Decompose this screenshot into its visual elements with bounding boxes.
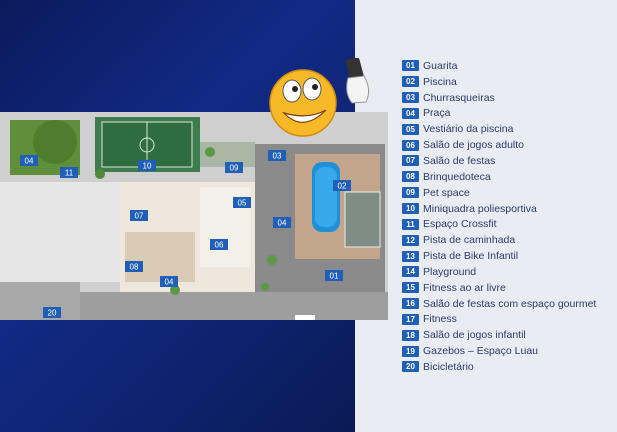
- legend-item: 08 Brinquedoteca: [402, 169, 596, 185]
- plan-marker-09: 09: [225, 162, 243, 173]
- svg-text:01: 01: [330, 272, 339, 281]
- legend-item: 02 Piscina: [402, 74, 596, 90]
- legend-item: 06 Salão de jogos adulto: [402, 137, 596, 153]
- legend-item-label: Fitness ao ar livre: [423, 281, 506, 294]
- legend-item-label: Salão de festas: [423, 154, 496, 167]
- svg-text:04: 04: [25, 157, 34, 166]
- legend-item-number: 14: [402, 266, 419, 278]
- plan-marker-01: 01: [325, 270, 343, 281]
- legend-item-label: Bicicletário: [423, 360, 474, 373]
- svg-text:06: 06: [215, 241, 224, 250]
- plan-marker-08: 08: [125, 261, 143, 272]
- legend-item-label: Salão de jogos infantil: [423, 329, 526, 342]
- legend-item-number: 10: [402, 203, 419, 215]
- legend-item: 03 Churrasqueiras: [402, 90, 596, 106]
- svg-text:05: 05: [238, 199, 247, 208]
- legend-item-number: 04: [402, 107, 419, 119]
- plan-marker-06: 06: [210, 239, 228, 250]
- svg-text:09: 09: [230, 164, 239, 173]
- svg-text:10: 10: [143, 162, 152, 171]
- legend-item: 05 Vestiário da piscina: [402, 121, 596, 137]
- svg-text:04: 04: [278, 219, 287, 228]
- svg-text:02: 02: [338, 182, 347, 191]
- legend-item-label: Salão de festas com espaço gourmet: [423, 297, 597, 310]
- legend-item: 09 Pet space: [402, 185, 596, 201]
- plan-marker-20: 20: [43, 307, 61, 318]
- plan-marker-10: 10: [138, 160, 156, 171]
- legend-item-number: 17: [402, 313, 419, 325]
- legend-item: 15 Fitness ao ar livre: [402, 280, 596, 296]
- svg-text:11: 11: [65, 169, 74, 178]
- legend-item: 19 Gazebos – Espaço Luau: [402, 343, 596, 359]
- plan-marker-04c: 04: [273, 217, 291, 228]
- legend-item-label: Vestiário da piscina: [423, 123, 514, 136]
- legend-item-number: 18: [402, 329, 419, 341]
- legend-item: 17 Fitness: [402, 312, 596, 328]
- legend-item-number: 11: [402, 218, 419, 230]
- legend-item: 18 Salão de jogos infantil: [402, 327, 596, 343]
- legend-item-number: 08: [402, 171, 419, 183]
- legend-item-number: 19: [402, 345, 419, 357]
- plan-marker-07: 07: [130, 210, 148, 221]
- svg-text:03: 03: [273, 152, 282, 161]
- legend-panel: [355, 0, 617, 432]
- plan-marker-03: 03: [268, 150, 286, 161]
- legend-item-label: Brinquedoteca: [423, 170, 491, 183]
- legend-item-number: 15: [402, 282, 419, 294]
- legend-item-label: Pet space: [423, 186, 470, 199]
- legend-item-label: Piscina: [423, 75, 457, 88]
- legend-item: 07 Salão de festas: [402, 153, 596, 169]
- legend-item: 12 Pista de caminhada: [402, 232, 596, 248]
- site-plan: 04 11 10 09 03 02 05 07 06 08 04 04 01 2…: [0, 112, 388, 320]
- svg-text:07: 07: [135, 212, 144, 221]
- plan-marker-04b: 04: [160, 276, 178, 287]
- legend-item-label: Praça: [423, 107, 451, 120]
- legend-item: 13 Pista de Bike Infantil: [402, 248, 596, 264]
- plan-marker-02: 02: [333, 180, 351, 191]
- legend-item-label: Gazebos – Espaço Luau: [423, 345, 538, 358]
- legend-item-number: 01: [402, 60, 419, 72]
- legend-item-label: Churrasqueiras: [423, 91, 495, 104]
- legend: 01 Guarita 02 Piscina 03 Churrasqueiras 04 Praç…: [402, 58, 596, 375]
- svg-text:08: 08: [130, 263, 139, 272]
- legend-item-number: 16: [402, 298, 419, 310]
- legend-item: 04 Praça: [402, 106, 596, 122]
- legend-item-number: 06: [402, 139, 419, 151]
- legend-item: 11 Espaço Crossfit: [402, 216, 596, 232]
- legend-item: 01 Guarita: [402, 58, 596, 74]
- plan-marker-11: 11: [60, 167, 78, 178]
- legend-item-label: Guarita: [423, 59, 458, 72]
- legend-item-number: 09: [402, 187, 419, 199]
- legend-item-label: Pista de caminhada: [423, 234, 516, 247]
- legend-item-label: Miniquadra poliesportiva: [423, 202, 537, 215]
- legend-item-number: 12: [402, 234, 419, 246]
- legend-item-label: Salão de jogos adulto: [423, 139, 524, 152]
- legend-item-number: 05: [402, 123, 419, 135]
- legend-item-label: Espaço Crossfit: [423, 218, 497, 231]
- legend-item: 14 Playground: [402, 264, 596, 280]
- svg-text:04: 04: [165, 278, 174, 287]
- legend-item: 20 Bicicletário: [402, 359, 596, 375]
- legend-item-number: 13: [402, 250, 419, 262]
- plan-marker-04: 04: [20, 155, 38, 166]
- legend-item-number: 07: [402, 155, 419, 167]
- emoji-face-with-phone-icon: [269, 58, 370, 137]
- legend-item-label: Pista de Bike Infantil: [423, 250, 519, 263]
- svg-text:20: 20: [48, 309, 57, 318]
- legend-item-label: Fitness: [423, 313, 457, 326]
- plan-marker-05: 05: [233, 197, 251, 208]
- legend-item-number: 03: [402, 92, 419, 104]
- legend-item-number: 02: [402, 76, 419, 88]
- legend-item-number: 20: [402, 361, 419, 373]
- legend-item: 16 Salão de festas com espaço gourmet: [402, 296, 596, 312]
- legend-item-label: Playground: [423, 265, 477, 278]
- legend-item: 10 Miniquadra poliesportiva: [402, 201, 596, 217]
